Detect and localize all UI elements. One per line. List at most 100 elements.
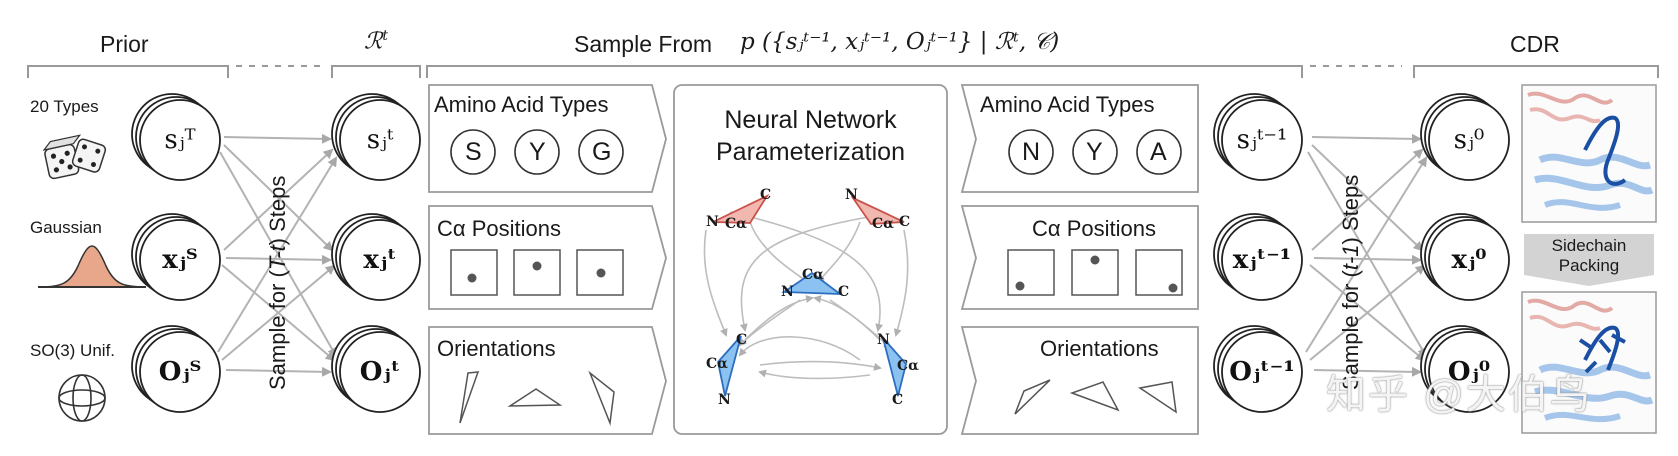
left-amino-letter-3: G <box>592 138 612 166</box>
left-letter-circles <box>450 129 624 175</box>
amino-circle-3 <box>578 129 624 175</box>
nn-triangle-blue-top <box>781 271 843 296</box>
sample-steps-right: Sample for (t-1) Steps <box>1338 174 1363 390</box>
watermark: 知乎 @大伯鸟 <box>1326 373 1592 417</box>
nn-atom-n-12: N <box>877 332 890 348</box>
nn-atom-c-5: C <box>899 214 910 230</box>
node-prior-3: Oⱼᵀ <box>131 325 221 413</box>
right-amino-letter-3: A <box>1150 138 1167 166</box>
node-previous-2: xⱼᵗ⁻¹ <box>1213 213 1303 301</box>
node-label-previous-1: sⱼᵗ⁻¹ <box>1237 125 1288 155</box>
header-sample-from: Sample From <box>574 31 713 57</box>
node-label-final-2: xⱼ⁰ <box>1451 245 1486 275</box>
orient-shape-r1 <box>1014 379 1051 415</box>
pos-box-2 <box>513 249 561 296</box>
nn-triangle-blue-left <box>717 335 742 397</box>
node-label-prior-3: Oⱼᵀ <box>159 357 202 387</box>
sidechain-arrow-shape <box>1524 234 1654 286</box>
left-amino-title: Amino Acid Types <box>434 92 609 117</box>
header-sample-expr: p ({sⱼᵗ⁻¹, xⱼᵗ⁻¹, Oⱼᵗ⁻¹} | ℛᵗ, 𝒞) <box>740 29 1060 55</box>
nn-atom-ca-10: Cα <box>706 356 728 372</box>
header-brackets <box>27 65 1659 78</box>
left-orient-title: Orientations <box>437 336 556 361</box>
right-position-dots <box>1015 255 1178 293</box>
protein-image-bottom <box>1521 291 1657 434</box>
header-prior: Prior <box>100 31 149 57</box>
node-label-final-1: sⱼ⁰ <box>1454 125 1485 155</box>
node-previous-1: sⱼᵗ⁻¹ <box>1213 93 1303 181</box>
nn-atom-c-9: C <box>736 332 747 348</box>
node-current-1: sⱼᵗ <box>331 93 421 181</box>
amino-circle-2 <box>514 129 560 175</box>
gaussian-icon <box>38 245 146 288</box>
nn-atom-ca-6: Cα <box>802 267 824 283</box>
left-amino-letter-1: S <box>465 138 482 166</box>
node-current-3: Oⱼᵗ <box>331 325 421 413</box>
bracket-sample <box>426 65 1303 78</box>
amino-circle-r1 <box>1008 129 1054 175</box>
orient-shape-3 <box>588 370 615 426</box>
header-rt: ℛt <box>364 28 388 55</box>
header-cdr: CDR <box>1510 31 1560 57</box>
nn-panel <box>673 84 948 435</box>
node-current-2: xⱼᵗ <box>331 213 421 301</box>
right-amino-letter-2: Y <box>1086 138 1103 166</box>
nn-atom-ca-13: Cα <box>897 358 919 374</box>
arrows-right <box>1305 133 1428 377</box>
left-position-dots <box>467 261 606 283</box>
node-final-3: Oⱼ⁰ <box>1420 325 1510 413</box>
prior-label-gaussian: Gaussian <box>30 218 102 237</box>
pos-box-1 <box>450 249 498 296</box>
node-label-prior-1: sⱼᵀ <box>164 125 195 155</box>
node-final-2: xⱼ⁰ <box>1420 213 1510 301</box>
right-amino-letter-1: N <box>1022 138 1041 166</box>
bracket-prior <box>27 65 229 78</box>
nn-atom-ca-1: Cα <box>725 216 747 232</box>
orient-shape-r3 <box>1138 381 1177 414</box>
nn-triangle-blue-right <box>882 337 907 397</box>
nn-triangle-pink-left <box>712 193 770 224</box>
amino-circle-r2 <box>1072 129 1118 175</box>
nn-triangle-pink-right <box>850 195 905 225</box>
node-previous-3: Oⱼᵗ⁻¹ <box>1213 325 1303 413</box>
amino-circle-r3 <box>1136 129 1182 175</box>
orient-shape-r2 <box>1069 381 1120 412</box>
nn-atom-n-3: N <box>845 187 858 203</box>
orient-shape-2 <box>507 388 563 407</box>
right-letter-circles <box>1008 129 1182 175</box>
nn-atom-n-11: N <box>718 392 731 408</box>
pos-dot-2 <box>532 261 542 271</box>
node-label-previous-2: xⱼᵗ⁻¹ <box>1233 245 1291 275</box>
node-label-prior-2: xⱼᵀ <box>162 245 197 275</box>
left-position-boxes <box>450 249 624 296</box>
node-label-current-2: xⱼᵗ <box>363 245 396 275</box>
nn-triangles <box>712 193 907 397</box>
orient-shape-1 <box>459 371 480 424</box>
pos-box-r1 <box>1007 249 1055 296</box>
protein-image-top <box>1521 84 1657 223</box>
left-amino-letter-2: Y <box>529 138 546 166</box>
node-label-final-3: Oⱼ⁰ <box>1448 357 1490 387</box>
amino-circle-1 <box>450 129 496 175</box>
prior-label-so3: SO(3) Unif. <box>30 341 116 360</box>
nn-atom-n-2: N <box>706 214 719 230</box>
node-label-current-3: Oⱼᵗ <box>360 357 400 387</box>
node-label-previous-3: Oⱼᵗ⁻¹ <box>1229 357 1295 387</box>
sample-steps-left: Sample for (T-t) Steps <box>265 175 290 390</box>
nn-atom-c-0: C <box>760 187 771 203</box>
pos-dot-1 <box>467 273 477 283</box>
node-final-1: sⱼ⁰ <box>1420 93 1510 181</box>
left-positions-title: Cα Positions <box>437 216 561 241</box>
right-orientation-shapes <box>1014 379 1177 415</box>
nn-atom-ca-4: Cα <box>872 216 894 232</box>
pos-dot-r1 <box>1015 281 1025 291</box>
dice-icon <box>42 134 107 180</box>
left-orientation-shapes <box>459 370 615 426</box>
node-prior-2: xⱼᵀ <box>131 213 221 301</box>
right-orient-title: Orientations <box>1040 336 1159 361</box>
nn-atom-n-7: N <box>781 284 794 300</box>
